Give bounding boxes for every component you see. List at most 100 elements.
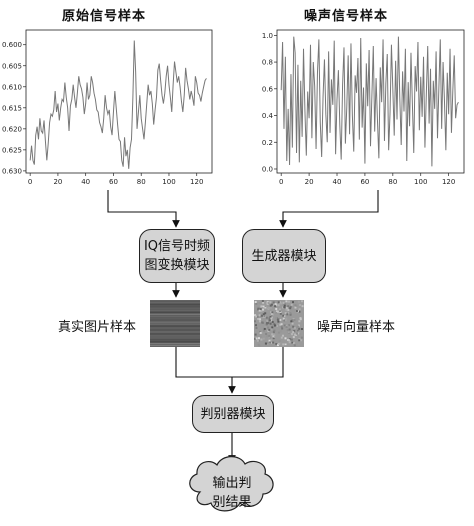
noise-vector-pixel [283, 324, 286, 327]
noise-vector-pixel [256, 315, 259, 318]
noise-vector-pixel [287, 339, 290, 342]
original-y-tick-label: 0.600 [2, 41, 22, 49]
noise-vector-pixel [285, 308, 288, 311]
noise-vector-pixel [292, 331, 295, 334]
original-x-tick-label: 40 [81, 178, 90, 186]
noise-y-tick-label: 0.4 [262, 112, 274, 120]
noise-vector-pixel [277, 331, 280, 334]
original-x-tick-label: 60 [109, 178, 118, 186]
noise-vector-pixel [294, 306, 297, 309]
noise-vector-pixel [276, 344, 279, 347]
noise-vector-pixel [254, 337, 257, 340]
noise-vector-pixel [268, 339, 271, 342]
noise-vector-pixel [261, 306, 264, 309]
noise-vector-pixel [275, 337, 278, 340]
noise-vector-pixel [279, 312, 282, 315]
noise-vector-pixel [269, 316, 272, 319]
original-y-tick-label: 0.615 [2, 104, 22, 112]
noise-vector-pixel [279, 342, 282, 345]
noise-vector-pixel [297, 300, 300, 303]
noise-vector-pixel [267, 326, 270, 329]
original-x-tick-label: 0 [28, 178, 32, 186]
noise-vector-pixel [294, 304, 297, 307]
noise-vector-pixel [291, 322, 294, 325]
real-image-sample [150, 300, 200, 347]
noise-vector-pixel [300, 336, 303, 339]
noise-vector-pixel [290, 303, 293, 306]
noise-vector-pixel [259, 308, 262, 311]
noise-vector-pixel [277, 310, 280, 313]
noise-x-tick-label: 120 [442, 178, 455, 186]
noise-vector-pixel [261, 314, 264, 317]
noise-vector-pixel [298, 308, 301, 311]
iq-transform-line-2: 图变换模块 [144, 258, 210, 273]
noise-vector-pixel [269, 301, 272, 304]
iq-transform-module: IQ信号时频 图变换模块 [139, 229, 215, 283]
noise-vector-pixel [299, 333, 302, 336]
output-result: 输出判 别结果 [200, 474, 264, 512]
noise-vector-pixel [281, 327, 284, 330]
noise-vector-label: 噪声向量样本 [317, 320, 396, 335]
noise-vector-pixel [293, 318, 296, 321]
noise-vector-pixel [266, 335, 269, 338]
noise-vector-pixel [300, 339, 303, 342]
noise-vector-pixel [274, 310, 277, 313]
noise-vector-pixel [270, 303, 273, 306]
noise-vector-pixel [292, 336, 295, 339]
noise-vector-pixel [268, 328, 271, 331]
noise-vector-pixel [270, 315, 273, 318]
noise-vector-pixel [297, 330, 300, 333]
noise-vector-pixel [266, 343, 269, 346]
noise-vector-pixel [289, 305, 292, 308]
noise-x-tick-label: 80 [388, 178, 397, 186]
discriminator-label: 判别器模块 [200, 406, 266, 422]
noise-vector-pixel [298, 327, 301, 330]
noise-vector-pixel [262, 305, 265, 308]
noise-vector-pixel [278, 340, 281, 343]
original-y-tick-label: 0.610 [2, 83, 22, 91]
noise-vector-pixel [282, 317, 285, 320]
noise-x-tick-label: 20 [305, 178, 314, 186]
noise-vector-pixel [271, 333, 274, 336]
noise-vector-pixel [259, 318, 262, 321]
noise-vector-pixel [265, 332, 268, 335]
noise-vector-pixel [258, 309, 261, 312]
noise-vector-pixel [268, 336, 271, 339]
noise-vector-pixel [279, 310, 282, 313]
noise-vector-pixel [279, 330, 282, 333]
noise-vector-pixel [268, 307, 271, 310]
noise-vector-pixel [298, 320, 301, 323]
noise-signal-title: 噪声信号样本 [304, 9, 389, 24]
noise-vector-pixel [271, 321, 274, 324]
noise-vector-pixel [289, 307, 292, 310]
noise-vector-pixel [288, 328, 291, 331]
noise-vector-pixel [275, 310, 278, 313]
noise-y-tick-label: 0.2 [262, 139, 273, 147]
output-line-2: 别结果 [212, 495, 252, 510]
original-signal-title: 原始信号样本 [62, 9, 147, 24]
noise-vector-pixel [257, 317, 260, 320]
noise-vector-pixel [295, 304, 298, 307]
noise-vector-pixel [260, 338, 263, 341]
generator-label: 生成器模块 [251, 248, 317, 264]
noise-vector-pixel [287, 305, 290, 308]
noise-vector-pixel [268, 317, 271, 320]
noise-vector-pixel [270, 338, 273, 341]
noise-vector-pixel [288, 339, 291, 342]
noise-vector-pixel [279, 318, 282, 321]
real-image-stripe [150, 331, 200, 333]
noise-x-tick-label: 0 [279, 178, 283, 186]
noise-vector-pixel [299, 318, 302, 321]
noise-vector-pixel [254, 301, 257, 304]
noise-vector-pixel [270, 328, 273, 331]
noise-vector-pixel [287, 331, 290, 334]
noise-vector-pixel [268, 341, 271, 344]
noise-vector-pixel [292, 318, 295, 321]
merge-line [175, 347, 284, 378]
noise-vector-pixel [293, 327, 296, 330]
noise-vector-pixel [277, 318, 280, 321]
noise-vector-pixel [286, 324, 289, 327]
noise-vector-pixel [255, 302, 258, 305]
noise-vector-pixel [254, 333, 257, 336]
